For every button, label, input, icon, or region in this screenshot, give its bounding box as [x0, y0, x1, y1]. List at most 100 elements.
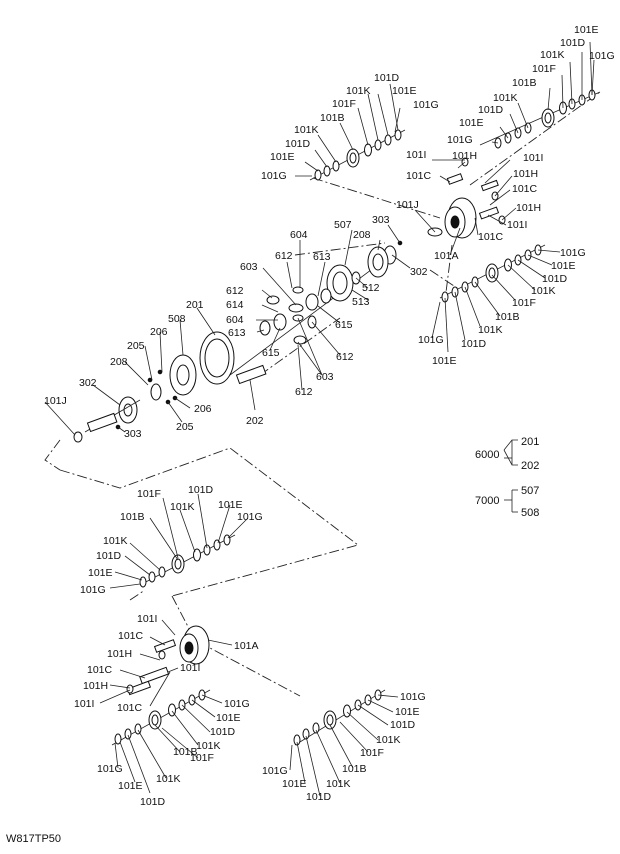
callout-label: 101E: [432, 355, 457, 367]
callout-label: 101C: [406, 170, 432, 182]
callout-label: 101C: [118, 630, 144, 642]
callout-label: 101G: [560, 247, 586, 259]
callout-label: 101A: [434, 250, 459, 262]
callout-label: 101D: [306, 791, 332, 803]
callout-label: 101F: [512, 297, 536, 309]
callout-label: 101F: [360, 747, 384, 759]
callout-label: 101D: [461, 338, 487, 350]
callout-label: 303: [372, 214, 390, 226]
callout-label: 101F: [137, 488, 161, 500]
callout-label: 206: [194, 403, 212, 415]
callout-label: 101E: [395, 706, 420, 718]
callout-label: 101J: [396, 199, 419, 211]
callout-label: 208: [110, 356, 128, 368]
callout-label: 101E: [118, 780, 143, 792]
callout-label: 101C: [87, 664, 113, 676]
callout-label: 101E: [88, 567, 113, 579]
callout-label: 101H: [513, 168, 538, 180]
drawing-code: W817TP50: [6, 833, 62, 845]
callout-label: 205: [176, 421, 194, 433]
callout-label: 101K: [376, 734, 401, 746]
callout-label: 615: [335, 319, 353, 331]
assembly-child-label: 507: [521, 485, 539, 497]
callout-label: 612: [226, 285, 244, 297]
callout-label: 101D: [96, 550, 122, 562]
callout-label: 101G: [261, 170, 287, 182]
callout-label: 508: [168, 313, 186, 325]
callout-label: 302: [410, 266, 428, 278]
callout-label: 101K: [196, 740, 221, 752]
callout-label: 101I: [74, 698, 94, 710]
callout-label: 513: [352, 296, 370, 308]
callout-label: 101C: [117, 702, 143, 714]
callout-label: 101K: [326, 778, 351, 790]
callout-label: 101K: [478, 324, 503, 336]
callout-label: 101H: [83, 680, 108, 692]
assembly-child-label: 202: [521, 460, 539, 472]
callout-label: 101D: [140, 796, 166, 808]
callout-label: 201: [186, 299, 204, 311]
callout-label: 101B: [512, 77, 537, 89]
callout-label: 101K: [170, 501, 195, 513]
assembly-parent-label: 7000: [475, 495, 499, 507]
callout-label: 101G: [589, 50, 615, 62]
callout-label: 101E: [216, 712, 241, 724]
callouts-upper-right: 101E 101D 101K 101F 101G 101B 101K 101D …: [261, 24, 615, 367]
callout-label: 612: [275, 250, 293, 262]
callout-label: 101C: [512, 183, 538, 195]
bearing-stack-right: [439, 244, 546, 303]
callout-label: 101G: [418, 334, 444, 346]
callout-label: 303: [124, 428, 142, 440]
assembly-parent-label: 6000: [475, 449, 499, 461]
callout-label: 101D: [188, 484, 214, 496]
callout-label: 101F: [332, 98, 356, 110]
callout-label: 604: [226, 314, 244, 326]
callout-label: 101D: [285, 138, 311, 150]
callout-label: 101I: [406, 149, 426, 161]
callout-label: 101G: [400, 691, 426, 703]
callout-label: 101G: [447, 134, 473, 146]
bearing-stack-lower-top: [139, 534, 236, 588]
assembly-groups: 6000 201 202 7000 507 508: [475, 436, 539, 519]
callout-label: 101B: [342, 763, 367, 775]
callout-label: 101G: [224, 698, 250, 710]
callout-label: 101K: [493, 92, 518, 104]
callout-label: 512: [362, 282, 380, 294]
callout-label: 507: [334, 219, 352, 231]
callout-label: 101E: [392, 85, 417, 97]
callout-label: 101K: [540, 49, 565, 61]
assembly-child-label: 201: [521, 436, 539, 448]
callout-label: 101C: [478, 231, 504, 243]
callout-label: 612: [336, 351, 354, 363]
assembly-child-label: 508: [521, 507, 539, 519]
callout-label: 202: [246, 415, 264, 427]
callout-label: 603: [316, 371, 334, 383]
callout-label: 101K: [346, 85, 371, 97]
leader-lines: [44, 41, 595, 797]
bearing-stack-top-left: [309, 129, 406, 181]
callout-label: 101G: [413, 99, 439, 111]
callout-label: 206: [150, 326, 168, 338]
callout-label: 603: [240, 261, 258, 273]
callout-label: 101B: [320, 112, 345, 124]
differential-group: [73, 240, 403, 443]
callouts-lower: 101F 101D 101K 101E 101G 101B 101K 101D …: [74, 484, 426, 808]
callout-label: 101D: [390, 719, 416, 731]
callout-label: 101E: [270, 151, 295, 163]
planetary-carrier-lower: [126, 625, 210, 696]
callout-label: 101H: [452, 150, 477, 162]
callout-label: 101F: [190, 752, 214, 764]
callout-label: 101K: [156, 773, 181, 785]
callout-label: 615: [262, 347, 280, 359]
callout-label: 101J: [44, 395, 67, 407]
callout-label: 101B: [120, 511, 145, 523]
callout-label: 101E: [574, 24, 599, 36]
callout-label: 101I: [507, 219, 527, 231]
callout-label: 614: [226, 299, 244, 311]
callout-label: 101D: [542, 273, 568, 285]
callout-label: 101G: [97, 763, 123, 775]
callout-label: 613: [313, 251, 331, 263]
callout-label: 208: [353, 229, 371, 241]
callout-label: 613: [228, 327, 246, 339]
